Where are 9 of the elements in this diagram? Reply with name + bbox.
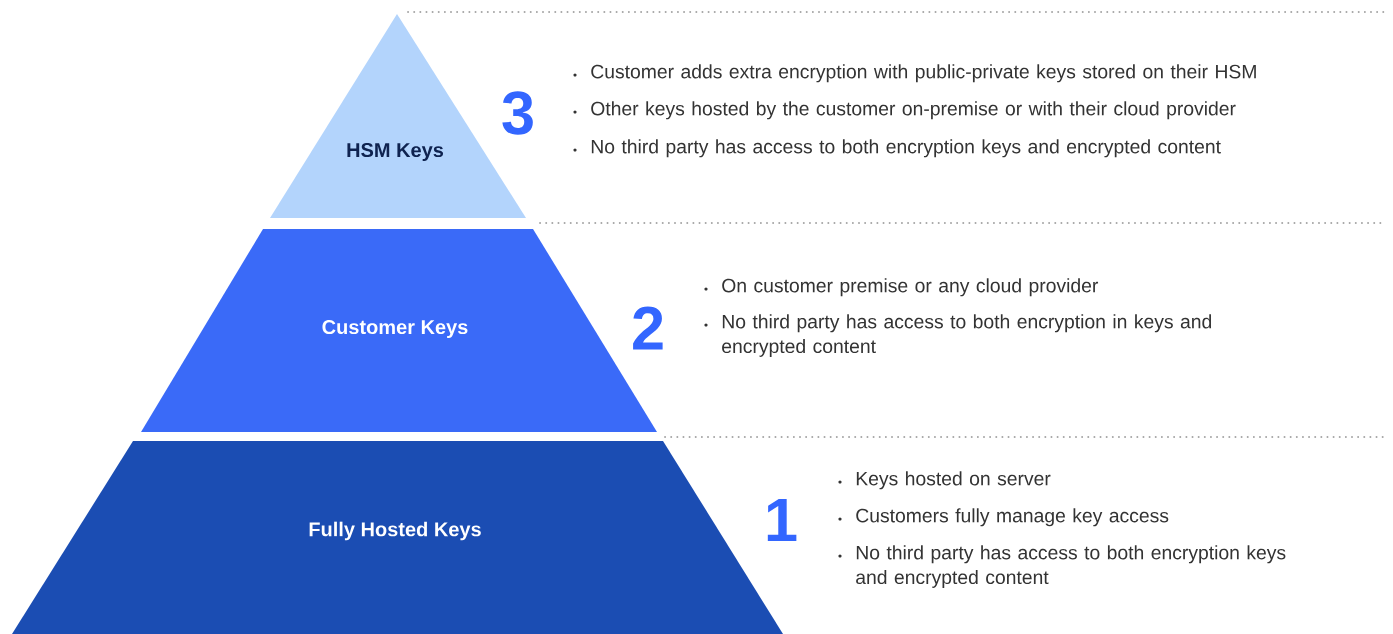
bullet-point: Keys hosted on server <box>838 471 1051 490</box>
bullet-point: No third party has access to both encryption keys and encrypted content <box>573 139 1221 158</box>
bullet-point: Customers fully manage key access <box>838 508 1169 527</box>
bullet-point: Customer adds extra encryption with public-private keys stored on their HSM <box>573 64 1256 83</box>
bullet-point: On customer premise or any cloud provider <box>704 278 1099 297</box>
bullet-point: No third party has access to both encryption keys and encrypted content <box>838 545 1286 588</box>
bullet-point: No third party has access to both encryption in keys and encrypted content <box>704 314 1212 357</box>
bullet-point: Other keys hosted by the customer on-premise or with their cloud provider <box>573 101 1236 120</box>
level-number: 3 <box>502 91 533 135</box>
